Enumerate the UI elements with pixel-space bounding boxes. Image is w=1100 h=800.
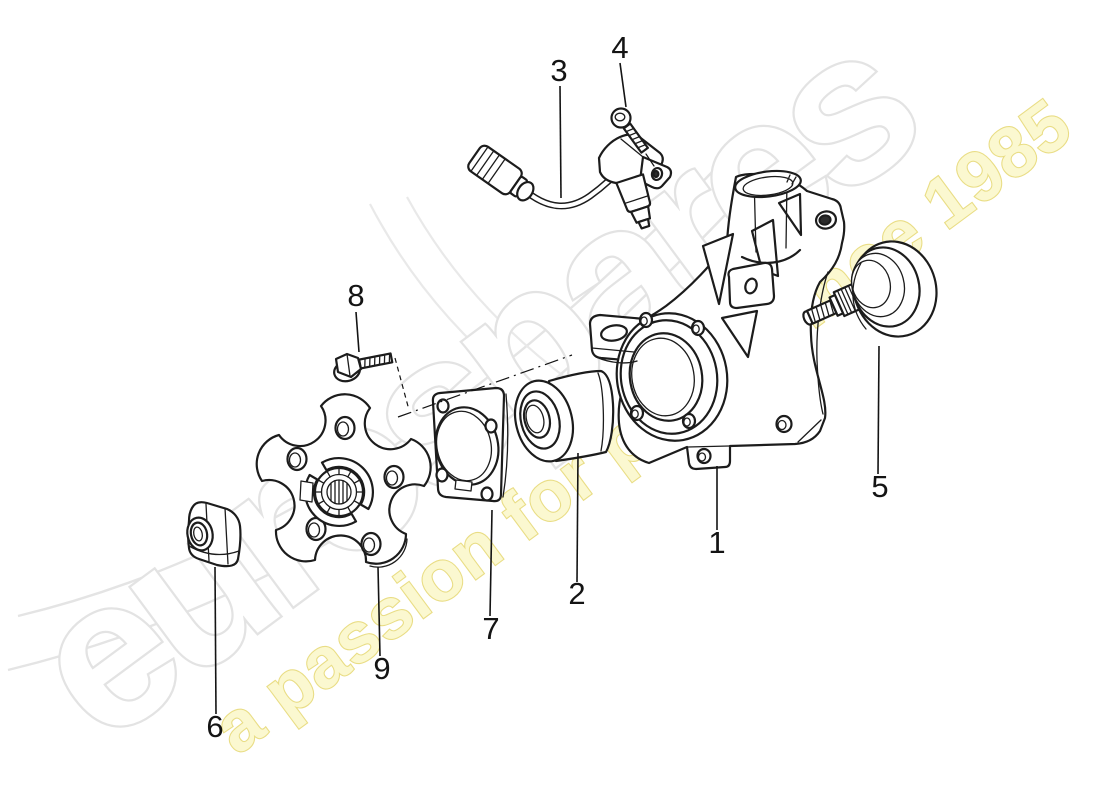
part-4-sensor-screw [610, 107, 655, 167]
part-8-flange-screw [333, 352, 394, 383]
part-9-wheel-hub [255, 393, 432, 568]
callout-leaders [214, 62, 880, 715]
callout-1[interactable]: 1 [708, 525, 725, 560]
callout-5[interactable]: 5 [871, 469, 888, 504]
callout-4[interactable]: 4 [611, 30, 628, 65]
assembly-axis [394, 354, 573, 418]
callout-8[interactable]: 8 [347, 278, 364, 313]
part-7-retaining-plate [431, 386, 509, 503]
callout-2[interactable]: 2 [568, 576, 585, 611]
callout-3[interactable]: 3 [550, 53, 567, 88]
sensor-connector [467, 144, 535, 202]
part-6-hub-nut [186, 501, 242, 568]
callout-6[interactable]: 6 [206, 709, 223, 744]
part-1-wheel-carrier [588, 169, 846, 471]
callout-7[interactable]: 7 [482, 611, 499, 646]
part-5-cap [802, 240, 938, 338]
callout-labels: 1 2 3 4 5 6 7 8 9 [206, 30, 888, 744]
callout-9[interactable]: 9 [373, 651, 390, 686]
part-2-wheel-bearing [513, 369, 615, 463]
